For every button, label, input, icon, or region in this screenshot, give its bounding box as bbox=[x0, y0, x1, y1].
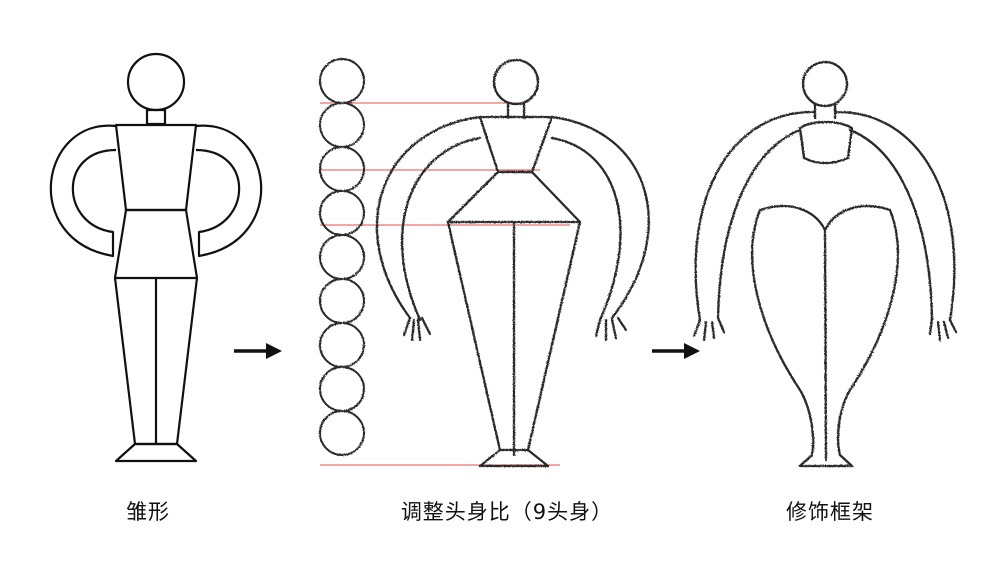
feet bbox=[114, 442, 198, 463]
head-ratio-guides bbox=[320, 102, 570, 466]
left-leg bbox=[113, 277, 156, 446]
chest bbox=[478, 115, 554, 174]
adjusted-figure bbox=[375, 58, 650, 468]
left-hand bbox=[402, 316, 432, 342]
right-arm bbox=[550, 115, 650, 322]
head-circle bbox=[492, 58, 540, 106]
leg-centre bbox=[823, 228, 828, 462]
torso-lower bbox=[113, 208, 199, 280]
right-arrow-icon bbox=[234, 343, 282, 359]
head-circle bbox=[126, 52, 186, 112]
feet bbox=[798, 453, 854, 468]
chest bbox=[798, 120, 854, 165]
right-arm bbox=[833, 110, 956, 322]
left-hand bbox=[692, 316, 726, 342]
left-arm bbox=[49, 124, 117, 258]
right-leg bbox=[526, 220, 582, 452]
right-arrow-icon bbox=[652, 343, 700, 359]
right-hand bbox=[928, 316, 958, 342]
mannequin-prototype-figure bbox=[49, 52, 263, 463]
refined-figure bbox=[692, 60, 958, 468]
head-measurement-circles bbox=[319, 58, 365, 456]
torso-upper bbox=[114, 123, 198, 212]
right-hand bbox=[594, 316, 628, 342]
pelvis bbox=[446, 170, 582, 224]
right-arm bbox=[195, 124, 263, 258]
caption-head-ratio: 调整头身比（9头身） bbox=[400, 500, 614, 524]
caption-prototype: 雏形 bbox=[126, 500, 170, 524]
right-leg bbox=[836, 208, 899, 457]
left-leg bbox=[446, 220, 502, 452]
feet bbox=[478, 448, 550, 468]
left-leg bbox=[751, 208, 815, 457]
hips bbox=[758, 205, 892, 232]
caption-refine-frame: 修饰框架 bbox=[786, 500, 874, 524]
head-circle bbox=[801, 60, 849, 108]
right-leg bbox=[156, 277, 199, 446]
neck bbox=[145, 108, 167, 126]
left-arm bbox=[694, 110, 817, 322]
left-arm bbox=[375, 115, 482, 322]
